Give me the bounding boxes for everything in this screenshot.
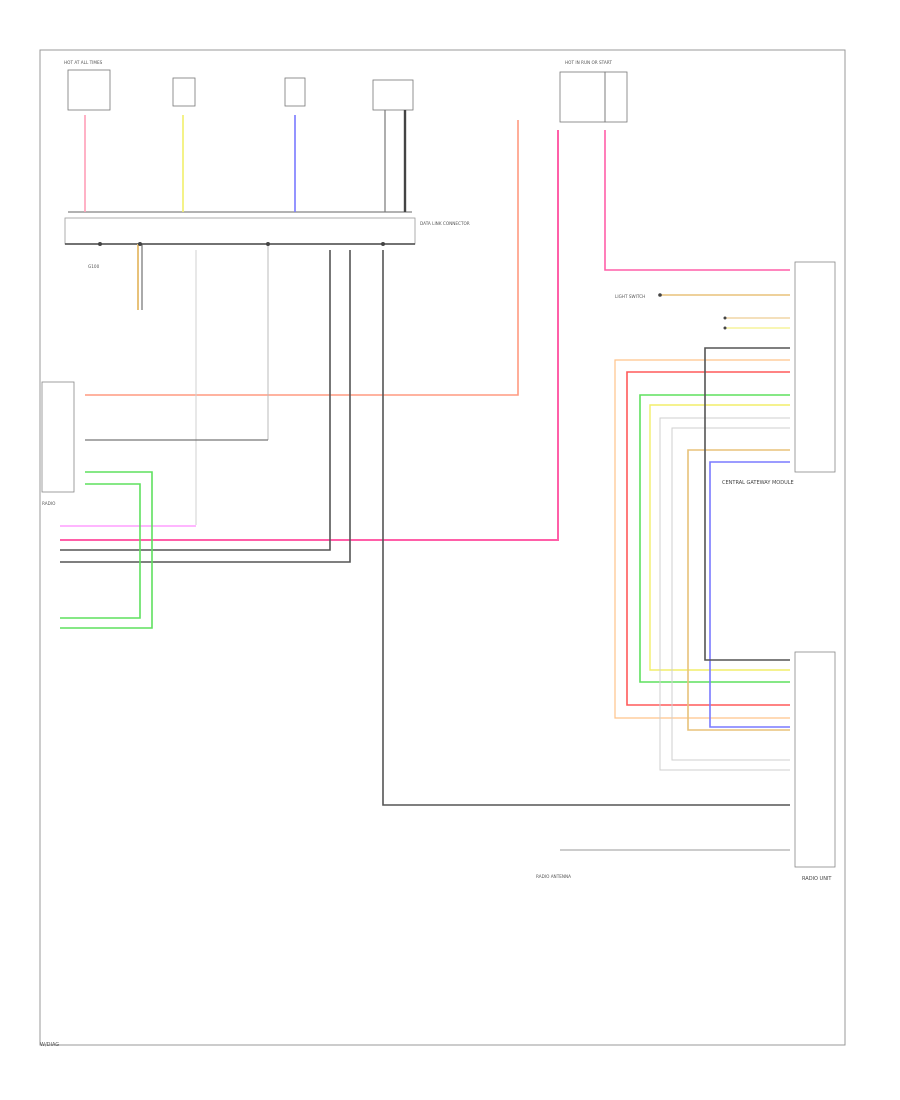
label-ground: G100 [88, 264, 100, 269]
component-box-4 [372, 79, 414, 111]
label-antenna: RADIO ANTENNA [536, 874, 571, 879]
component-box-1 [67, 69, 111, 111]
wire-pink-main [60, 130, 559, 541]
wire-dark-right [704, 347, 790, 661]
left-connector-box [41, 381, 75, 493]
diagram-credit: W/DIAG [40, 1042, 60, 1048]
bus-bars [64, 211, 416, 245]
wire-yellow-right [649, 404, 790, 671]
label-top-fuse-1: HOT AT ALL TIMES [64, 60, 103, 65]
labels: HOT AT ALL TIMES HOT IN RUN OR START CEN… [42, 60, 832, 882]
wire-dark-4 [60, 250, 351, 563]
wire-pink-right [85, 120, 519, 396]
component-box-3 [284, 77, 306, 107]
component-box-6 [604, 71, 628, 123]
wires [60, 110, 790, 851]
label-right-fuse: HOT IN RUN OR START [565, 60, 612, 65]
wire-green-2 [60, 483, 141, 619]
wire-orange [614, 359, 790, 719]
wire-pink-top-right [604, 130, 790, 271]
top-components [67, 69, 628, 123]
wire-red [626, 371, 790, 706]
component-box-5 [559, 71, 606, 123]
label-light-switch: LIGHT SWITCH [615, 294, 645, 299]
wire-green-1 [60, 471, 153, 629]
radio-module-box [794, 651, 836, 868]
main-connector-strip [64, 217, 416, 245]
wire-dark-3 [60, 250, 331, 551]
label-data-link: DATA LINK CONNECTOR [420, 221, 470, 226]
label-left-connector: RADIO [42, 501, 56, 506]
component-box-2 [172, 77, 196, 107]
wire-dark-main [382, 250, 790, 806]
wire-tan-right [687, 449, 790, 731]
splices [98, 242, 727, 330]
wire-blue-right [709, 461, 790, 728]
wire-gray-right-2 [671, 427, 790, 761]
wire-gray-right-1 [659, 417, 790, 771]
central-module-box [794, 261, 836, 473]
wire-green-right [639, 394, 790, 683]
diagram-frame [39, 49, 846, 1046]
label-radio-module: RADIO UNIT [802, 876, 832, 882]
label-central-module: CENTRAL GATEWAY MODULE [722, 480, 794, 486]
